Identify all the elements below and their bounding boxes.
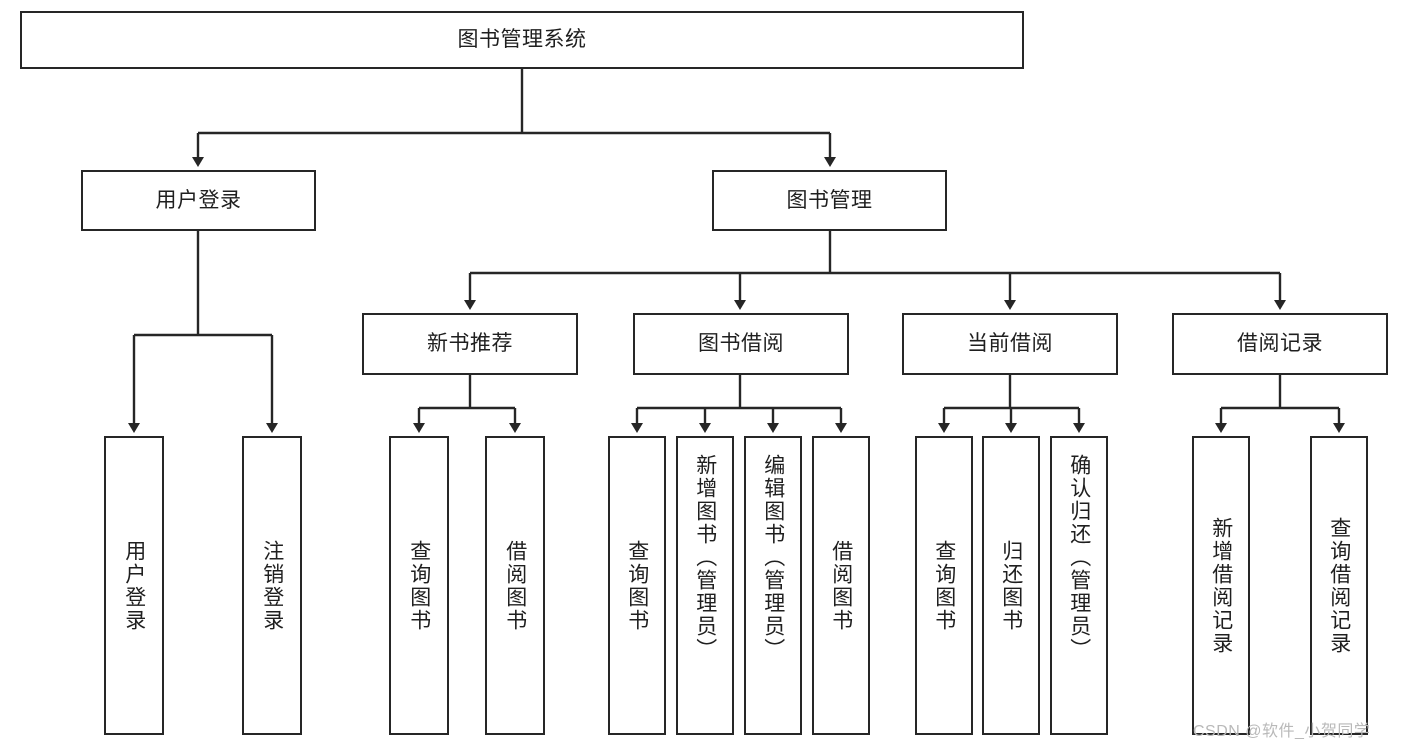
node-label: 新增借阅记录 xyxy=(1209,516,1233,655)
node-leaf-query-borrow-record[interactable]: 查询借阅记录 xyxy=(1310,436,1368,735)
node-book-management[interactable]: 图书管理 xyxy=(712,170,947,231)
node-leaf-user-login[interactable]: 用户登录 xyxy=(104,436,164,735)
node-leaf-edit-book[interactable]: 编辑图书（管理员） xyxy=(744,436,802,735)
node-label: 查询图书 xyxy=(932,539,956,632)
node-label: 查询图书 xyxy=(625,539,649,632)
node-label: 新书推荐 xyxy=(427,332,513,356)
node-leaf-query-book-1[interactable]: 查询图书 xyxy=(389,436,449,735)
watermark: CSDN @软件_小贺同学 xyxy=(1193,723,1371,740)
node-leaf-query-book-2[interactable]: 查询图书 xyxy=(608,436,666,735)
node-label: 编辑图书（管理员） xyxy=(761,454,785,661)
node-label: 确认归还（管理员） xyxy=(1067,454,1091,661)
node-label: 借阅图书 xyxy=(503,539,527,632)
node-leaf-return-book[interactable]: 归还图书 xyxy=(982,436,1040,735)
node-label: 新增图书（管理员） xyxy=(693,454,717,661)
node-new-book-recommend[interactable]: 新书推荐 xyxy=(362,313,578,375)
node-leaf-confirm-return[interactable]: 确认归还（管理员） xyxy=(1050,436,1108,735)
node-leaf-query-book-3[interactable]: 查询图书 xyxy=(915,436,973,735)
node-leaf-borrow-book-1[interactable]: 借阅图书 xyxy=(485,436,545,735)
node-label: 借阅图书 xyxy=(829,539,853,632)
node-label: 用户登录 xyxy=(122,539,146,632)
node-root-system[interactable]: 图书管理系统 xyxy=(20,11,1024,69)
node-label: 查询借阅记录 xyxy=(1327,516,1351,655)
node-leaf-add-borrow-record[interactable]: 新增借阅记录 xyxy=(1192,436,1250,735)
node-label: 借阅记录 xyxy=(1237,332,1323,356)
node-label: 用户登录 xyxy=(155,188,242,212)
node-borrow-record[interactable]: 借阅记录 xyxy=(1172,313,1388,375)
node-current-borrow[interactable]: 当前借阅 xyxy=(902,313,1118,375)
node-label: 注销登录 xyxy=(260,539,284,632)
node-user-login[interactable]: 用户登录 xyxy=(81,170,316,231)
node-label: 归还图书 xyxy=(999,539,1023,632)
node-label: 图书借阅 xyxy=(698,332,784,356)
node-label: 图书管理 xyxy=(786,188,873,212)
node-book-borrow[interactable]: 图书借阅 xyxy=(633,313,849,375)
node-leaf-add-book[interactable]: 新增图书（管理员） xyxy=(676,436,734,735)
node-label: 图书管理系统 xyxy=(457,28,587,52)
node-leaf-borrow-book-2[interactable]: 借阅图书 xyxy=(812,436,870,735)
node-label: 当前借阅 xyxy=(967,332,1053,356)
node-label: 查询图书 xyxy=(407,539,431,632)
node-leaf-logout-login[interactable]: 注销登录 xyxy=(242,436,302,735)
